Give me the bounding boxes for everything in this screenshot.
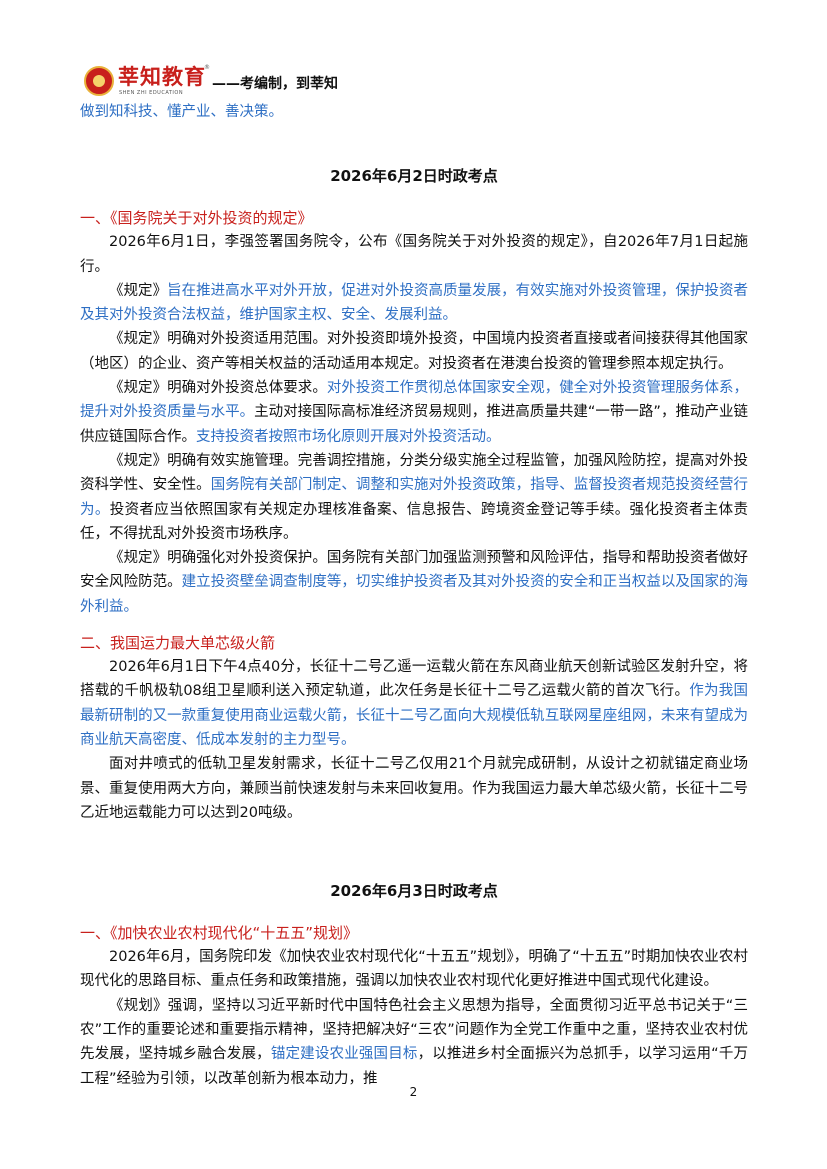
body-text: 《规定》明确有效实施管理。完善调控措施，分类分级实施全过程监管，加强风险防控，提… <box>80 452 748 494</box>
page-header: 莘知教育 ® SHEN ZHI EDUCATION ——考编制，到莘知 <box>84 64 484 100</box>
document-body: 做到知科技、懂产业、善决策。 2026年6月2日时政考点一、《国务院关于对外投资… <box>80 100 748 1091</box>
brand-name: 莘知教育 <box>118 65 206 89</box>
body-paragraph: 《规划》强调，坚持以习近平新时代中国特色社会主义思想为指导，全面贯彻习近平总书记… <box>80 994 748 1091</box>
body-paragraph: 《规定》明确强化对外投资保护。国务院有关部门加强监测预警和风险评估，指导和帮助投… <box>80 546 748 619</box>
body-text: ，以推进乡村全面振兴为总抓手，以学习运用“千万工程”经验为引领，以改革创新为根本… <box>80 1046 749 1087</box>
section-date-title: 2026年6月3日时政考点 <box>330 882 498 901</box>
brand-logo-icon <box>84 66 114 96</box>
body-text: 《规定》 <box>109 282 168 299</box>
body-text: 投资者应当依照国家有关规定办理核准备案、信息报告、跨境资金登记等手续。强化投资者… <box>80 501 749 542</box>
body-paragraph: 《规定》明确有效实施管理。完善调控措施，分类分级实施全过程监管，加强风险防控，提… <box>80 449 748 546</box>
body-text: 2026年6月1日，李强签署国务院令，公布《国务院关于对外投资的规定》，自202… <box>80 234 748 275</box>
body-paragraph: 2026年6月1日，李强签署国务院令，公布《国务院关于对外投资的规定》，自202… <box>80 230 748 279</box>
registered-mark: ® <box>204 64 210 71</box>
highlighted-text: 支持投资者按照市场化原则开展对外投资活动。 <box>196 428 501 445</box>
topic-heading: 一、《国务院关于对外投资的规定》 <box>80 209 313 228</box>
body-text: 《规定》明确对外投资总体要求。 <box>109 380 327 397</box>
brand-slogan: ——考编制，到莘知 <box>212 76 338 92</box>
sections-container: 2026年6月2日时政考点一、《国务院关于对外投资的规定》 2026年6月1日，李… <box>80 164 748 1091</box>
highlighted-text: 建立投资壁垒调查制度等，切实维护投资者及其对外投资的安全和正当权益以及国家的海外… <box>80 574 748 615</box>
highlighted-text: 对外投资工作贯彻总体国家安全观，健全对外投资管理服务体系，提升对外投资质量与水平… <box>80 380 749 421</box>
body-text: 《规划》强调，坚持以习近平新时代中国特色社会主义思想为指导，全面贯彻习近平总书记… <box>80 997 748 1063</box>
date-section: 2026年6月3日时政考点一、《加快农业农村现代化“十五五”规划》 2026年6月… <box>80 879 748 1091</box>
topic-heading: 一、《加快农业农村现代化“十五五”规划》 <box>80 924 359 943</box>
body-text: 2026年6月，国务院印发《加快农业农村现代化“十五五”规划》，明确了“十五五”… <box>80 949 748 990</box>
body-paragraph: 面对井喷式的低轨卫星发射需求，长征十二号乙仅用21个月就完成研制，从设计之初就锚… <box>80 752 748 825</box>
date-section: 2026年6月2日时政考点一、《国务院关于对外投资的规定》 2026年6月1日，李… <box>80 164 748 825</box>
topic-heading: 二、我国运力最大单芯级火箭 <box>80 634 276 653</box>
body-paragraph: 《规定》明确对外投资适用范围。对外投资即境外投资，中国境内投资者直接或者间接获得… <box>80 327 748 376</box>
body-paragraph: 《规定》旨在推进高水平对外开放，促进对外投资高质量发展，有效实施对外投资管理，保… <box>80 279 748 328</box>
body-paragraph: 2026年6月1日下午4点40分，长征十二号乙遥一运载火箭在东风商业航天创新试验… <box>80 655 748 752</box>
highlighted-text: 锚定建设农业强国目标 <box>270 1046 418 1063</box>
intro-tail-text: 做到知科技、懂产业、善决策。 <box>80 104 283 120</box>
body-paragraph: 《规定》明确对外投资总体要求。对外投资工作贯彻总体国家安全观，健全对外投资管理服… <box>80 376 748 449</box>
section-date-title: 2026年6月2日时政考点 <box>330 167 498 186</box>
body-paragraph: 2026年6月，国务院印发《加快农业农村现代化“十五五”规划》，明确了“十五五”… <box>80 945 748 994</box>
highlighted-text: 国务院有关部门制定、调整和实施对外投资政策，指导、监督投资者规范投资经营行为。 <box>80 477 748 518</box>
body-text: 主动对接国际高标准经济贸易规则，推进高质量共建“一带一路”，推动产业链供应链国际… <box>80 404 748 445</box>
brand-english-name: SHEN ZHI EDUCATION <box>119 90 184 96</box>
highlighted-text: 作为我国最新研制的又一款重复使用商业运载火箭，长征十二号乙面向大规模低轨互联网星… <box>80 683 749 748</box>
body-text: 2026年6月1日下午4点40分，长征十二号乙遥一运载火箭在东风商业航天创新试验… <box>80 659 748 700</box>
body-text: 面对井喷式的低轨卫星发射需求，长征十二号乙仅用21个月就完成研制，从设计之初就锚… <box>80 756 748 821</box>
page-number: 2 <box>409 1085 418 1099</box>
body-text: 《规定》明确对外投资适用范围。对外投资即境外投资，中国境内投资者直接或者间接获得… <box>80 331 748 372</box>
highlighted-text: 旨在推进高水平对外开放，促进对外投资高质量发展，有效实施对外投资管理，保护投资者… <box>80 282 748 324</box>
body-text: 《规定》明确强化对外投资保护。国务院有关部门加强监测预警和风险评估，指导和帮助投… <box>80 550 748 591</box>
